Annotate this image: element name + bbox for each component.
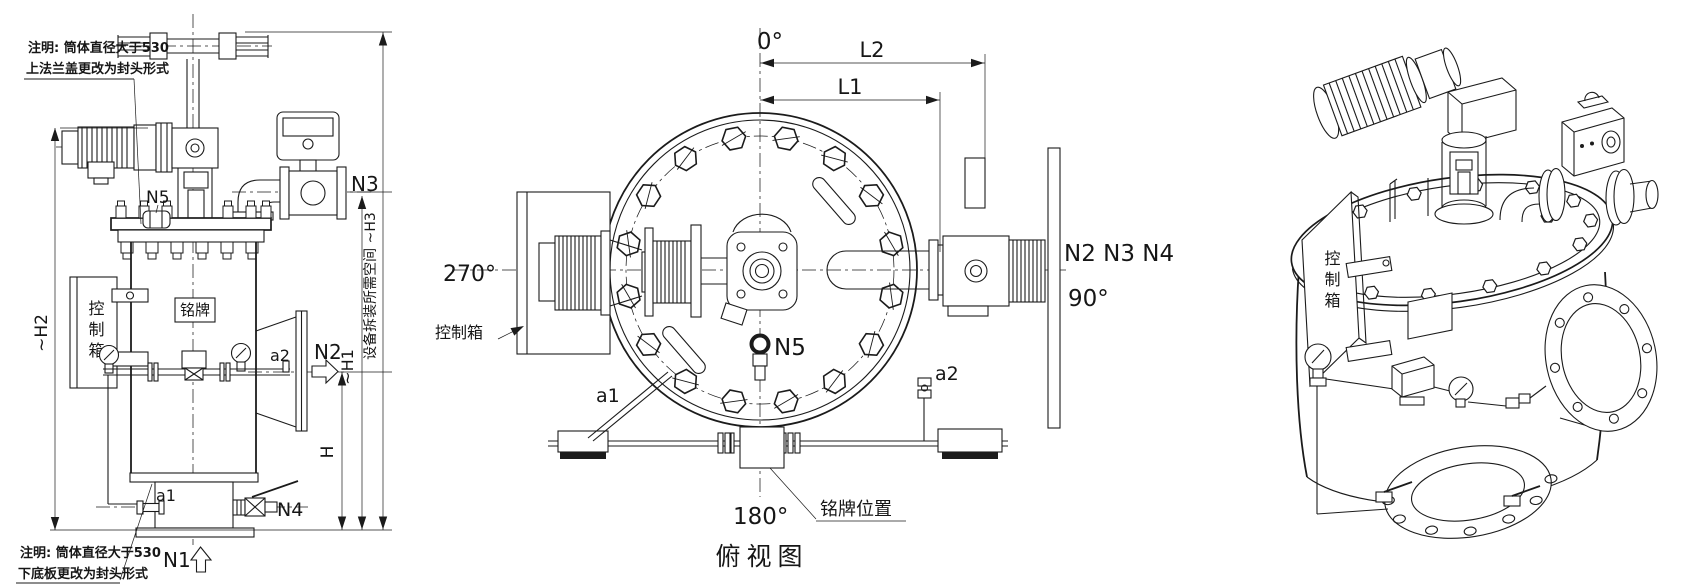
angle-270: 270° [443,262,496,287]
label-n1: N1 [163,548,191,572]
top-plan-view: L2 L1 0° 270° 90° 180° N2 N3 N4 N5 a1 a2… [435,28,1174,571]
vessel-body [129,242,259,538]
control-box-top-label: 控制箱 [435,323,483,342]
front-elevation-view: 控制箱 铭牌 [16,14,392,584]
label-n4: N4 [277,499,303,521]
central-gearbox [720,213,798,326]
control-box-iso-label: 控制箱 [1322,250,1341,313]
control-box-callout: 控制箱 [435,322,526,342]
note-top-line2: 上法兰盖更改为封头形式 [26,61,169,77]
n5-fitting-top-view [749,333,771,381]
bottom-clamp-left [1375,481,1413,503]
ball-valve-iso [1499,91,1659,226]
shaft-mount-iso [1434,131,1494,225]
dim-h2: ~H2 [32,314,52,352]
gauges-iso [1304,343,1547,515]
n4-drain-valve [232,480,299,517]
label-n5: N5 [146,188,170,208]
n2-flow-arrow [311,358,339,385]
dim-l2: L2 [859,38,884,62]
top-view-title: 俯视图 [715,542,808,571]
label-n5-top-view: N5 [774,335,806,361]
note-bottom-line2: 下底板更改为封头形式 [18,566,148,582]
label-n3: N3 [351,172,379,196]
nameplate-position-callout: 铭牌位置 [769,467,906,522]
bottom-clamp-right [1503,485,1541,507]
dim-service-space-h3: 设备拆装所需空间 ~H3 [362,212,379,360]
backwash-piping-top-view [548,371,1008,469]
label-a1-top-view: a1 [596,385,620,407]
drive-motor-top-view [538,224,727,318]
n5-vent-fitting [142,204,171,229]
top-shaft-coupling [117,32,269,128]
top-view-dimensions: L2 L1 [760,38,986,252]
angle-180: 180° [733,504,788,530]
drive-motor-iso [1313,47,1517,145]
note-bottom-left: 注明: 筒体直径大于530 下底板更改为封头形式 [16,483,161,584]
dim-h: H [318,446,338,459]
nameplate-position-label: 铭牌位置 [820,499,892,520]
control-box-label: 控制箱 [86,300,105,363]
n2-outlet-nozzle [255,310,308,432]
angle-0: 0° [757,29,783,55]
control-box-iso: 控制箱 [1301,190,1367,388]
dim-l1: L1 [837,75,862,99]
vessel-left-edge [1295,267,1308,478]
isometric-view: 控制箱 [1290,47,1659,539]
label-a2: a2 [270,346,290,365]
flange-guide-pins [1389,178,1429,222]
label-a1: a1 [156,486,176,505]
label-n2: N2 [314,340,342,364]
side-outlet-flange-iso [1544,284,1658,432]
stiffener-slot-ne [812,176,856,226]
dim-h1: ~H1 [338,349,357,385]
note-bottom-line1: 注明: 筒体直径大于530 [20,545,161,561]
angle-90: 90° [1068,286,1109,312]
stiffener-slot-sw [662,325,706,375]
gauges-and-piping [98,342,290,515]
nameplate-box: 铭牌 [174,297,216,323]
nameplate-label: 铭牌 [180,301,210,319]
mounting-straps-iso [1345,256,1453,362]
n1-flow-arrow [189,546,213,573]
front-dimensions: ~H2 H ~H1 设备拆装所需空间 ~H3 [32,31,392,531]
label-nozzles-right: N2 N3 N4 [1064,241,1174,267]
bottom-flange-iso [1381,445,1558,539]
note-top-line1: 注明: 筒体直径大于530 [28,40,169,56]
label-a2-top-view: a2 [935,363,959,385]
note-top-left: 注明: 筒体直径大于530 上法兰盖更改为封头形式 [24,40,169,225]
outlet-pipe-and-valve-top-view [826,147,1061,429]
